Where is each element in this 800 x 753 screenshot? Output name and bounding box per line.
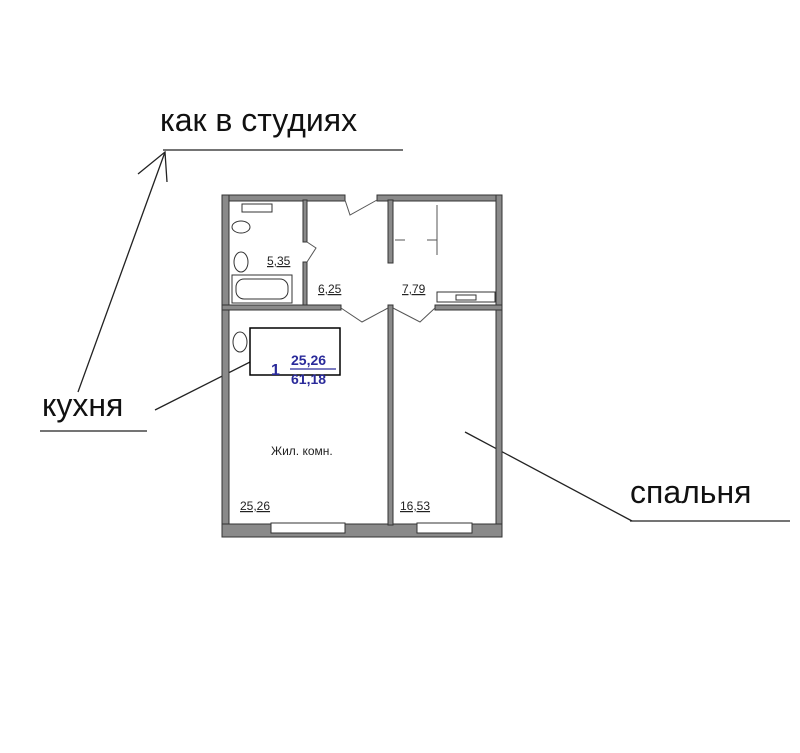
- living-area-total: 25,26: [291, 352, 326, 368]
- bedroom-area-label: 16,53: [400, 499, 430, 513]
- bathroom-fixtures: [231, 220, 293, 353]
- kitchen-counter: [249, 327, 341, 376]
- kitchen-annotation: кухня: [42, 387, 123, 423]
- living-room-label: Жил. комн.: [271, 444, 333, 458]
- bedroom-pointer-line: [464, 431, 633, 522]
- studio-annotation: как в студиях: [160, 102, 357, 138]
- windows: [241, 203, 496, 534]
- total-area: 61,18: [291, 371, 326, 387]
- hall-area: 6,25: [318, 282, 342, 296]
- studio-arrow-line: [77, 151, 166, 393]
- rooms-count: 1: [271, 362, 280, 379]
- bathroom-area: 5,35: [267, 254, 291, 268]
- kitchen-pointer-line: [154, 357, 259, 411]
- doors: [306, 199, 438, 323]
- corridor-area: 7,79: [402, 282, 426, 296]
- arrow-head-icon: [137, 150, 168, 183]
- bedroom-annotation: спальня: [630, 474, 751, 510]
- living-area-label: 25,26: [240, 499, 270, 513]
